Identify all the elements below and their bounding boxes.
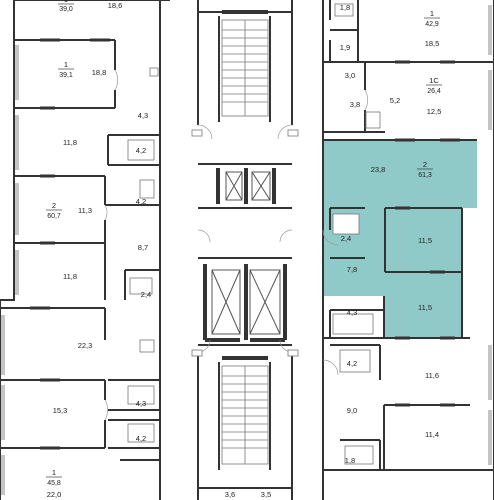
apartment-label-b[interactable]: 1 39,1	[58, 60, 74, 79]
room-area: 2,4	[141, 290, 151, 299]
window-marks	[30, 38, 460, 450]
svg-text:1: 1	[430, 9, 434, 18]
room-area: 7,8	[347, 265, 357, 274]
room-area: 3,5	[261, 490, 271, 499]
core-thick-walls	[203, 10, 287, 360]
room-area: 18,8	[92, 68, 107, 77]
room-area: 4,2	[136, 197, 146, 206]
svg-text:26,4: 26,4	[427, 88, 441, 95]
room-area: 5,2	[390, 96, 400, 105]
room-area: 22,3	[78, 341, 93, 350]
svg-text:39,1: 39,1	[59, 72, 73, 79]
room-area: 23,8	[371, 165, 386, 174]
room-area: 1,9	[340, 43, 350, 52]
door-swings	[104, 69, 369, 421]
room-area: 9,0	[347, 406, 357, 415]
room-area: 11,3	[78, 206, 92, 215]
room-area: 3,8	[350, 100, 360, 109]
svg-text:1С: 1С	[429, 76, 439, 85]
room-area: 11,5	[418, 303, 432, 312]
svg-text:2: 2	[52, 201, 56, 210]
apartment-2-highlight[interactable]	[323, 140, 477, 338]
room-area: 4,2	[136, 434, 146, 443]
stair-upper	[221, 19, 269, 117]
room-area: 12,5	[427, 107, 442, 116]
right-windows	[488, 5, 492, 465]
room-area: 11,8	[63, 272, 77, 281]
room-area: 11,5	[418, 236, 432, 245]
room-area: 18,6	[108, 1, 123, 10]
room-area: 11,4	[425, 430, 439, 439]
svg-text:39,0: 39,0	[59, 6, 73, 13]
apartment-label-e[interactable]: 1 42,9	[424, 9, 440, 28]
room-area: 18,5	[425, 39, 440, 48]
room-area: 11,8	[63, 138, 77, 147]
core-walls	[197, 0, 293, 500]
svg-text:60,7: 60,7	[47, 213, 61, 220]
room-area: 4,2	[347, 359, 357, 368]
apartment-label-a[interactable]: 1 39,0	[58, 0, 74, 13]
room-area: 4,3	[347, 308, 357, 317]
svg-text:61,3: 61,3	[418, 172, 432, 179]
svg-text:1: 1	[64, 60, 68, 69]
room-area: 4,3	[136, 399, 146, 408]
left-windows	[1, 45, 19, 495]
apartment-label-c[interactable]: 2 60,7	[46, 201, 62, 220]
room-area: 22,0	[47, 490, 62, 499]
svg-text:1: 1	[64, 0, 68, 4]
svg-text:45,8: 45,8	[47, 480, 61, 487]
stair-lower	[221, 365, 269, 465]
svg-text:2: 2	[423, 160, 427, 169]
svg-text:1: 1	[52, 468, 56, 477]
apartment-label-d[interactable]: 1 45,8	[46, 468, 62, 487]
room-area: 11,6	[425, 371, 439, 380]
room-area: 4,2	[136, 146, 146, 155]
room-area: 1,8	[345, 456, 355, 465]
bathroom-fixtures	[127, 3, 381, 465]
room-area: 3,0	[345, 71, 355, 80]
apartment-label-g[interactable]: 2 61,3	[417, 160, 433, 179]
svg-text:42,9: 42,9	[425, 21, 439, 28]
room-area: 8,7	[138, 243, 148, 252]
room-area: 1,8	[340, 3, 350, 12]
core-openings	[191, 129, 299, 357]
room-area: 2,4	[341, 234, 351, 243]
room-area: 3,6	[225, 490, 235, 499]
apartment-label-f[interactable]: 1С 26,4	[426, 76, 442, 95]
room-area-labels: 18,6 18,8 4,3 11,8 4,2 11,3 4,2 8,7 11,8…	[47, 1, 442, 499]
elevator-shafts	[211, 171, 281, 335]
room-area: 15,3	[53, 406, 68, 415]
room-area: 4,3	[138, 111, 148, 120]
